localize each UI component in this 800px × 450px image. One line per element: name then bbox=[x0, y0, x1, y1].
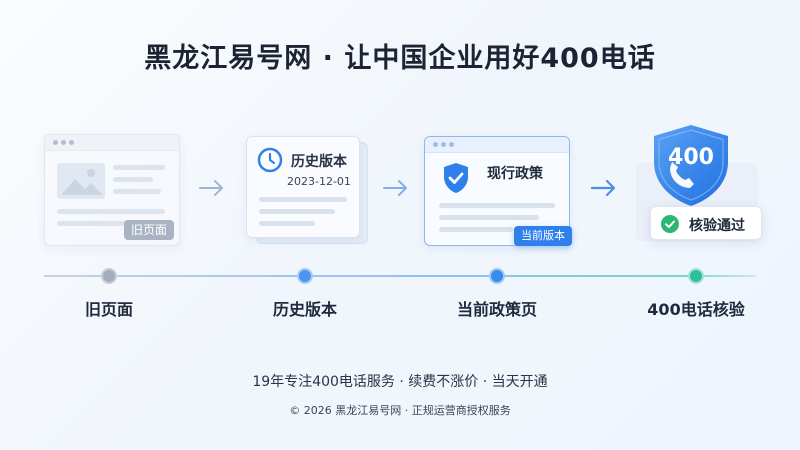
step-label-old: 旧页面 bbox=[84, 300, 133, 319]
step-label-history: 历史版本 bbox=[272, 300, 337, 319]
shield-400-text: 400 bbox=[668, 145, 714, 170]
timeline-node-old bbox=[101, 268, 117, 284]
history-date: 2023-12-01 bbox=[287, 175, 351, 188]
old-page-card bbox=[44, 134, 180, 246]
timeline-node-verify bbox=[688, 268, 704, 284]
arrow-right-icon bbox=[199, 180, 223, 196]
shield-phone-icon bbox=[654, 125, 728, 206]
step-label-verify: 400电话核验 bbox=[647, 300, 745, 319]
history-version-card: 历史版本 2023-12-01 bbox=[246, 136, 360, 238]
current-version-badge: 当前版本 bbox=[514, 226, 572, 246]
shield-check-icon bbox=[444, 163, 468, 193]
tagline: 19年专注400电话服务 · 续费不涨价 · 当天开通 bbox=[252, 374, 548, 390]
footer-copyright: © 2026 黑龙江易号网 · 正规运营商授权服务 bbox=[289, 404, 511, 417]
timeline-node-history bbox=[297, 268, 313, 284]
current-card-title: 现行政策 bbox=[487, 166, 543, 182]
check-circle-icon bbox=[661, 215, 679, 233]
timeline-track bbox=[44, 275, 756, 277]
step-label-current: 当前政策页 bbox=[456, 300, 537, 319]
verify-pass-text: 核验通过 bbox=[689, 218, 745, 234]
page-title: 黑龙江易号网 · 让中国企业用好400电话 bbox=[144, 43, 656, 74]
clock-icon bbox=[257, 147, 283, 173]
old-page-badge: 旧页面 bbox=[124, 220, 175, 240]
arrow-right-icon bbox=[383, 180, 407, 196]
image-placeholder-icon bbox=[57, 163, 105, 199]
arrow-right-icon bbox=[590, 179, 616, 197]
timeline-node-current bbox=[489, 268, 505, 284]
history-card-title: 历史版本 bbox=[291, 154, 347, 170]
verify-pass-pill: 核验通过 bbox=[650, 206, 762, 240]
